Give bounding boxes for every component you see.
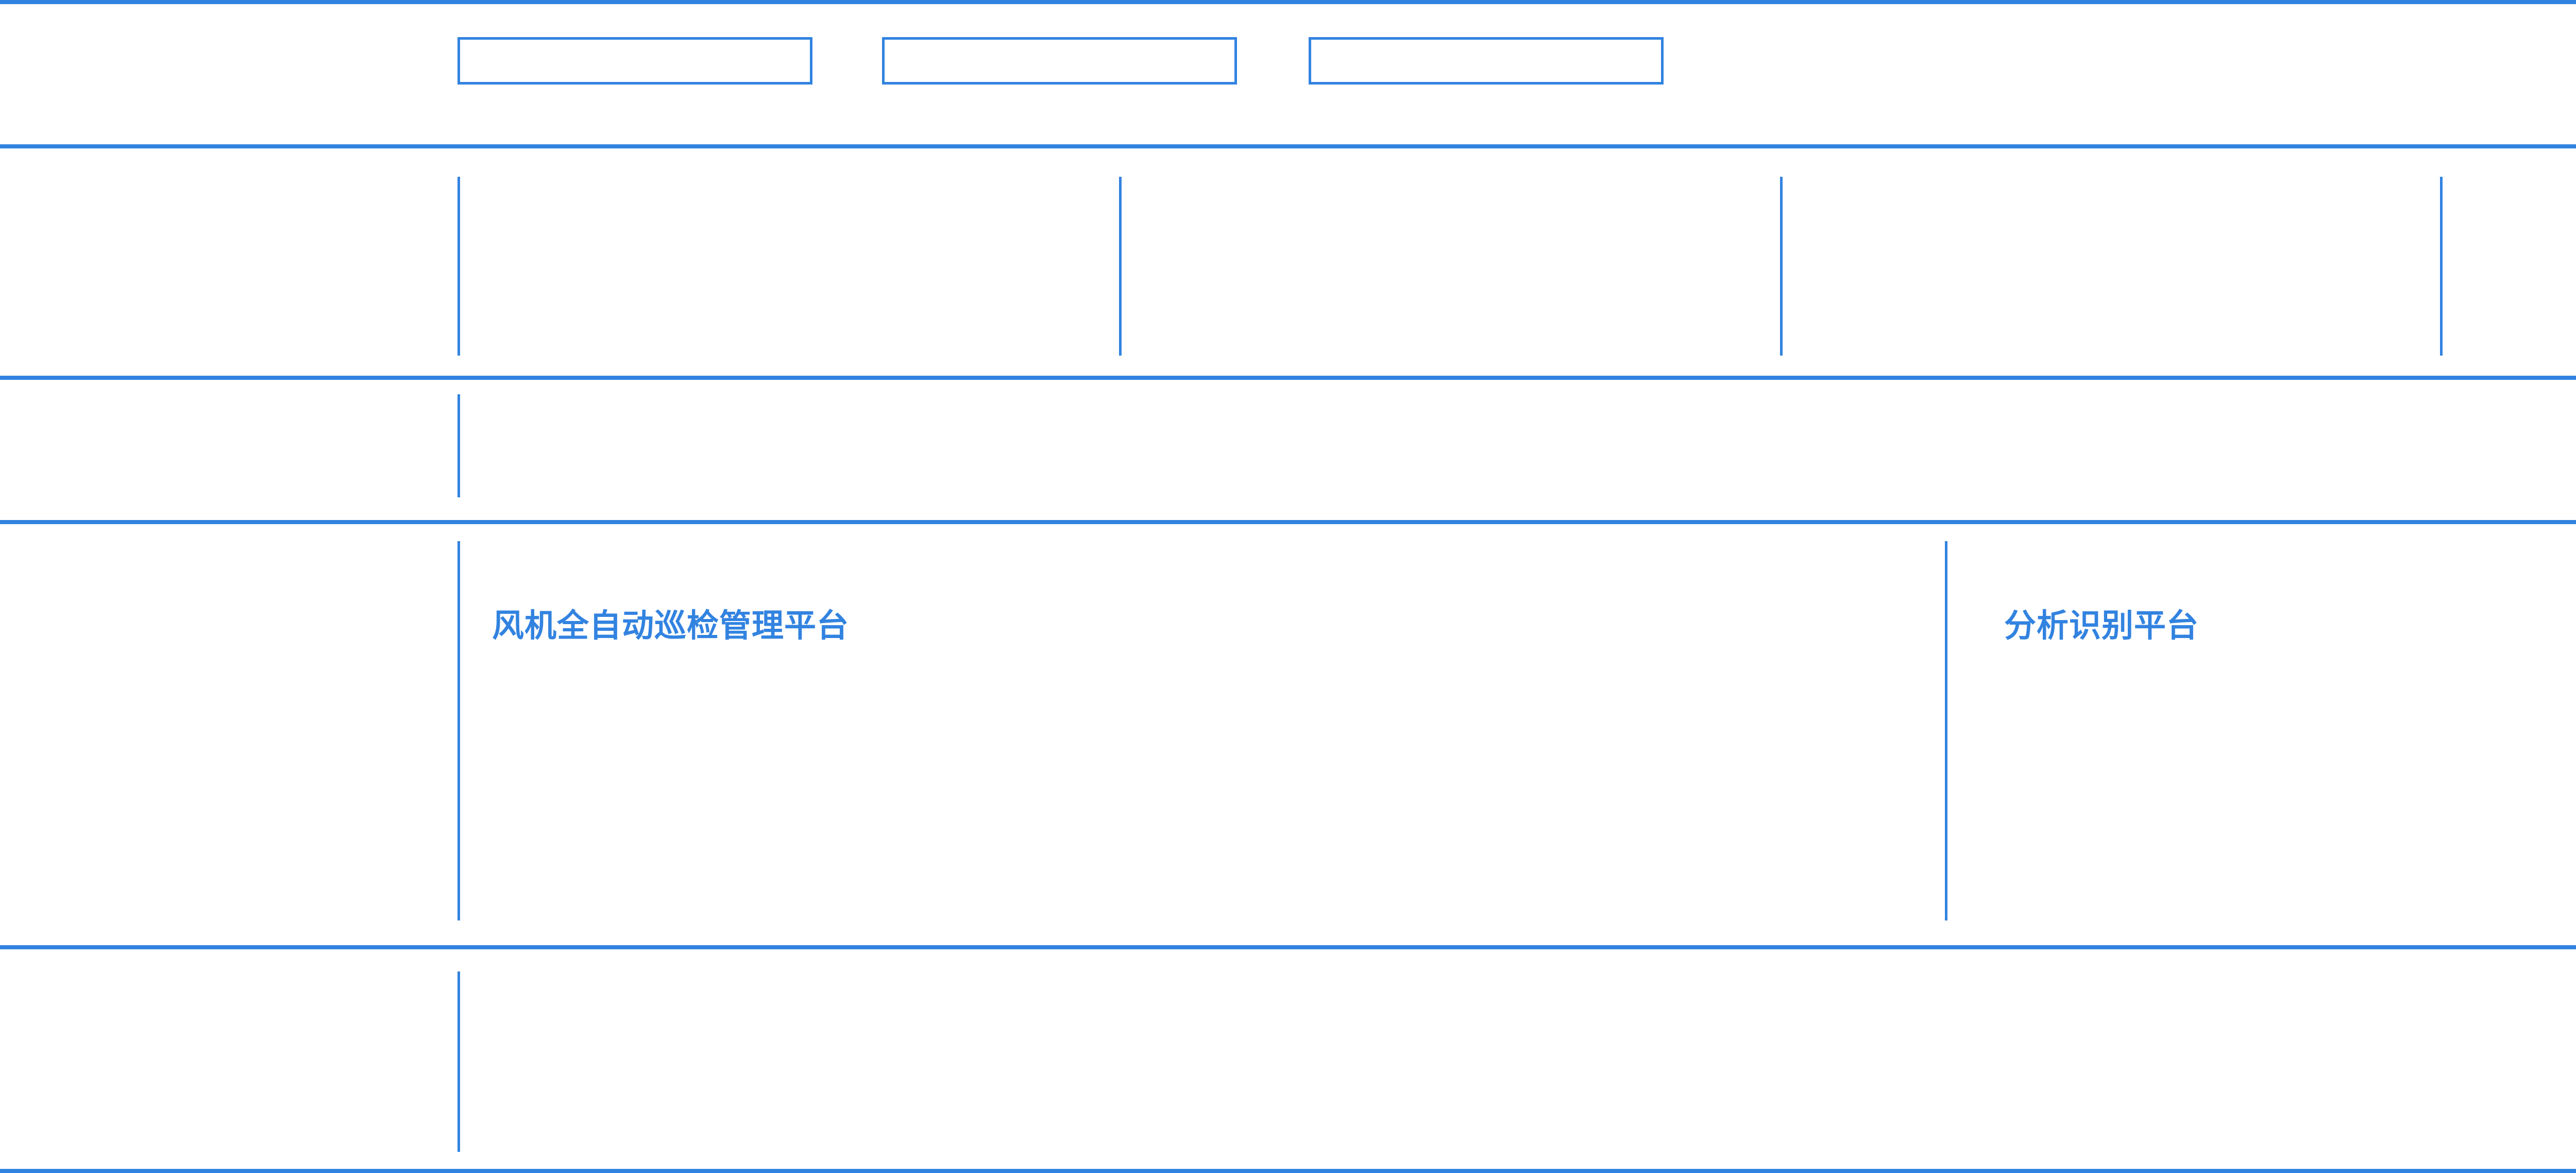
band-four-column [0,148,2576,376]
column-divider-4 [2440,177,2443,356]
top-box-2[interactable] [882,37,1237,85]
heading-analysis-recognition-platform: 分析识别平台 [2004,607,2199,644]
band-top-boxes [0,4,2576,144]
band-single [0,380,2576,520]
top-box-1[interactable] [457,37,812,85]
band-footer [0,949,2576,1169]
top-box-3[interactable] [1309,37,1664,85]
horizontal-rule-3 [0,520,2576,524]
column-divider-2 [1119,177,1122,356]
heading-fan-inspection-platform: 风机全自动巡检管理平台 [492,607,850,644]
horizontal-rule-4 [0,945,2576,949]
band-headings: 风机全自动巡检管理平台 分析识别平台 [0,524,2576,945]
horizontal-rule-2 [0,376,2576,380]
horizontal-rule-top [0,0,2576,4]
footer-divider [457,971,460,1152]
section-divider-single [457,394,460,497]
horizontal-rule-1 [0,144,2576,148]
heading-divider-right [1945,541,1947,920]
heading-divider-left [457,541,460,920]
horizontal-rule-bottom [0,1169,2576,1173]
column-divider-1 [457,177,460,356]
column-divider-3 [1780,177,1783,356]
